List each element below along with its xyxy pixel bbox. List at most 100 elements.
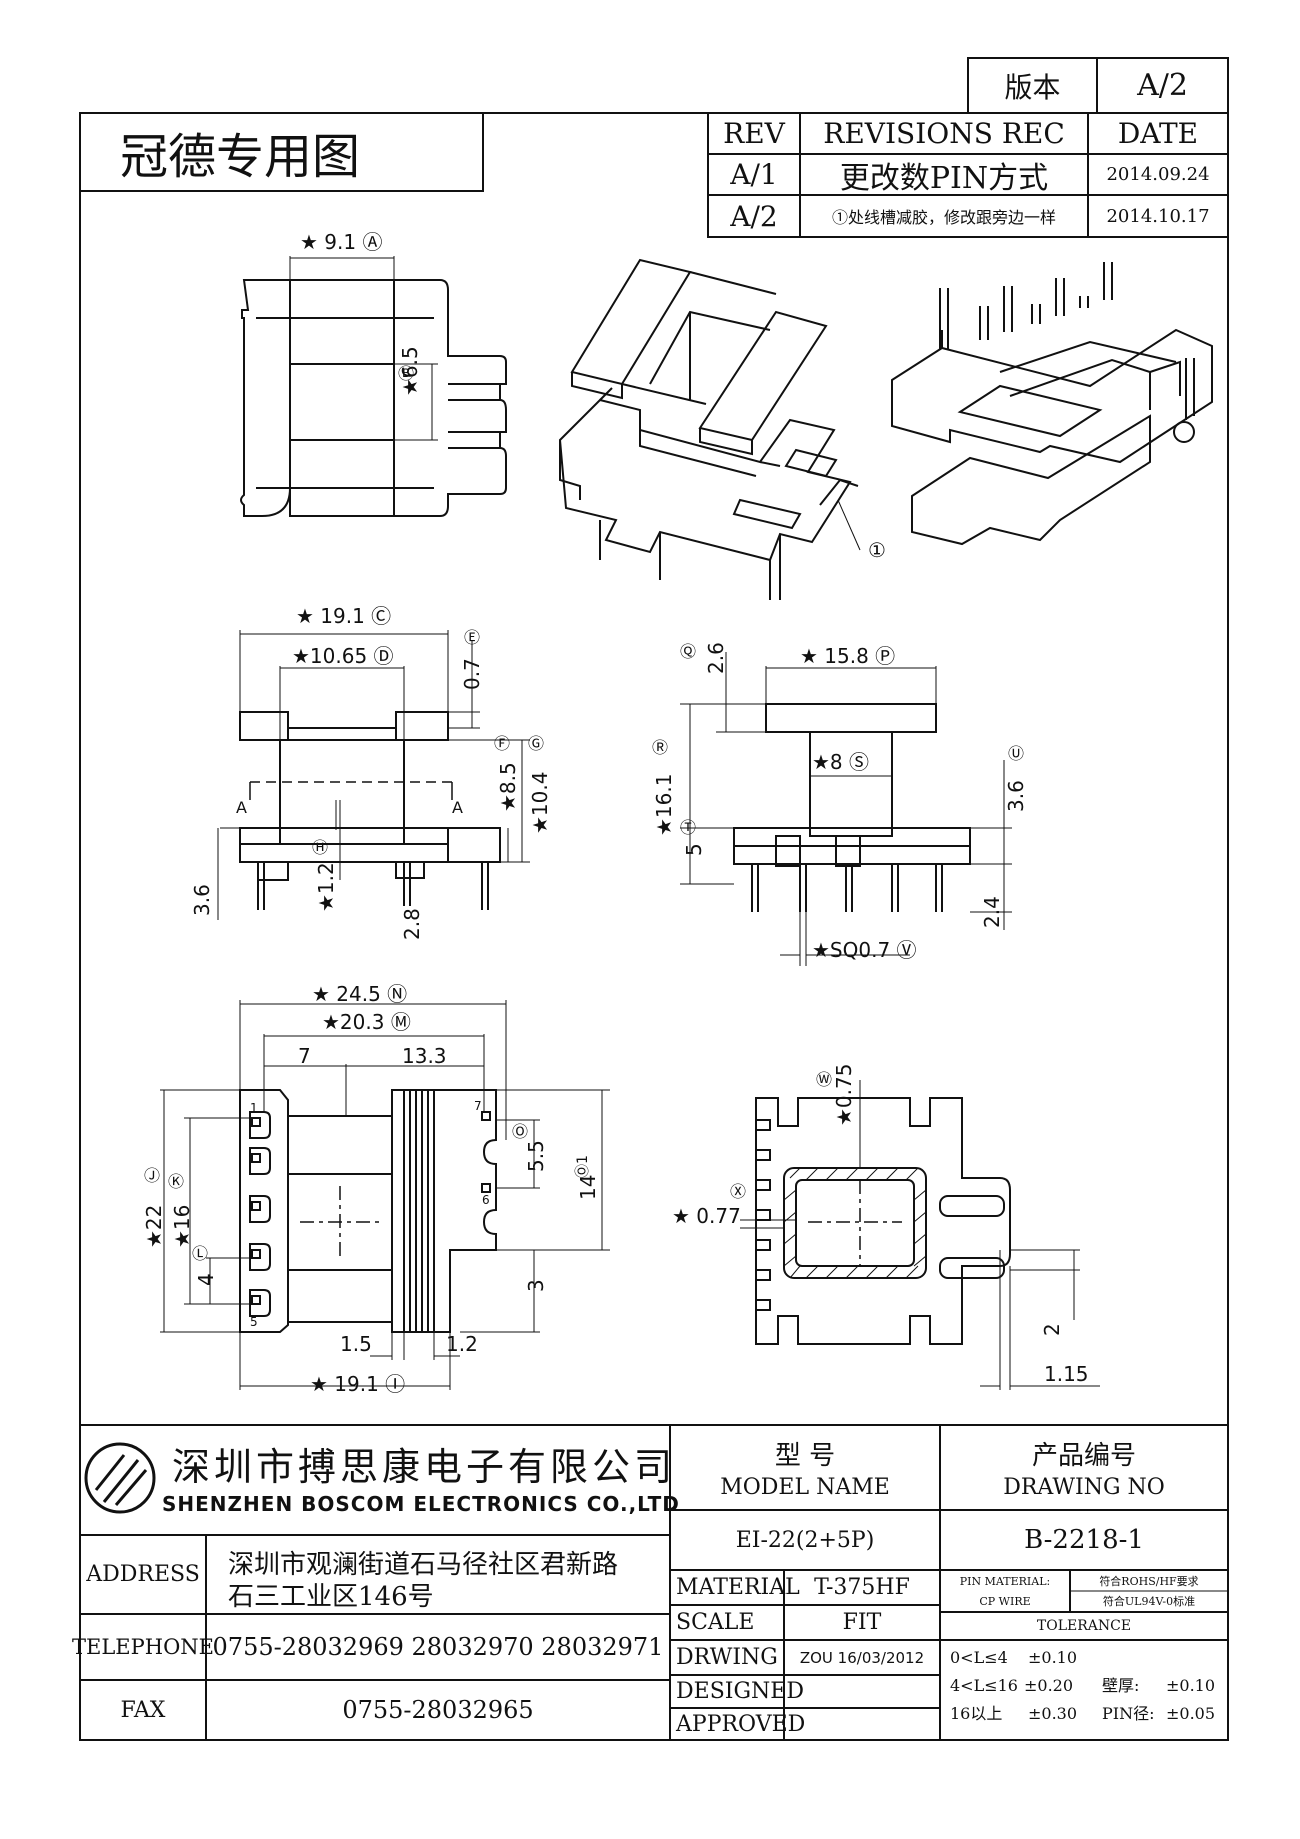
rev-row-2: A/2 [730, 199, 778, 233]
dim-f-value: ★8.5 [496, 762, 520, 812]
version-value: A/2 [1137, 68, 1188, 103]
rev-row-1: A/1 [730, 158, 778, 191]
section-a-right: A [452, 798, 463, 817]
dim-h-value: ★1.2 [314, 862, 338, 912]
date-row-1: 2014.09.24 [1106, 164, 1210, 185]
tolerance-val-3: ±0.30 [1028, 1704, 1078, 1723]
scale-label: SCALE [676, 1610, 755, 1635]
dim-m: ★20.3 Ⓜ [322, 1010, 411, 1034]
tolerance-extra-label-3: PIN径: [1102, 1704, 1155, 1723]
rec-header: REVISIONS REC [823, 117, 1065, 150]
designed-label: DESIGNED [676, 1679, 804, 1704]
dim-g-marker: Ⓖ [528, 734, 545, 753]
model-label-cn: 型 号 [774, 1440, 836, 1471]
pin-material-wire: CP WIRE [979, 1594, 1031, 1608]
section-hatching [783, 1167, 927, 1279]
fax-value: 0755-28032965 [342, 1696, 534, 1724]
dim-x-marker: Ⓧ [730, 1182, 747, 1201]
dim-seven: 7 [298, 1044, 311, 1068]
tolerance-range-1: 0<L≤4 [950, 1648, 1008, 1667]
pin-7: 7 [474, 1099, 482, 1113]
top-view [240, 256, 507, 517]
bottom-view [160, 1000, 610, 1390]
version-label: 版本 [1004, 70, 1061, 104]
drawing-no-label-en: DRAWING NO [1003, 1474, 1165, 1500]
dim-q-marker: Ⓠ [680, 642, 697, 661]
outer-frame [79, 112, 1229, 1741]
dim-k-marker: Ⓚ [168, 1172, 185, 1191]
rev-header: REV [723, 117, 785, 150]
drwing-value: ZOU 16/03/2012 [799, 1648, 925, 1667]
pin-6: 6 [482, 1193, 490, 1207]
drwing-label: DRWING [676, 1645, 778, 1670]
scale-value: FIT [842, 1610, 882, 1635]
dim-three: 3 [524, 1279, 548, 1292]
fax-label: FAX [120, 1697, 166, 1723]
model-label-en: MODEL NAME [720, 1474, 890, 1500]
tolerance-extra-val-3: ±0.05 [1166, 1704, 1216, 1723]
dim-one-15: 1.15 [1044, 1362, 1089, 1386]
tolerance-title: TOLERANCE [1036, 1618, 1132, 1634]
address-line-2: 石三工业区146号 [228, 1582, 434, 1612]
dim-left-2-8: 2.8 [400, 908, 424, 940]
material-label: MATERIAL [676, 1575, 800, 1600]
dim-r-value: ★16.1 [652, 773, 676, 836]
dim-n: ★ 24.5 Ⓝ [312, 982, 408, 1006]
dim-i: ★ 19.1 Ⓘ [310, 1372, 406, 1396]
telephone-value: 0755-28032969 28032970 28032971 [212, 1633, 664, 1661]
dim-q-value: 2.6 [704, 642, 728, 674]
dim-x-value: ★ 0.77 [672, 1204, 741, 1228]
rec-row-1: 更改数PIN方式 [839, 160, 1049, 196]
dim-e-marker: Ⓔ [464, 628, 481, 647]
dim-h-marker: Ⓗ [312, 838, 329, 857]
stamp-box [79, 112, 484, 192]
isometric-view-front [558, 258, 861, 600]
dim-o1-value: 14 [576, 1174, 600, 1200]
dim-s: ★8 Ⓢ [812, 750, 870, 774]
dim-c: ★ 19.1 Ⓒ [296, 604, 392, 628]
pin-material-label: PIN MATERIAL: [959, 1574, 1051, 1588]
dim-e-value: 0.7 [460, 658, 484, 690]
dim-r-marker: Ⓡ [652, 738, 669, 757]
approved-value [784, 1708, 940, 1740]
model-value: EI-22(2+5P) [735, 1527, 875, 1553]
section-view [740, 1080, 1100, 1390]
stamp-title: 冠德专用图 [119, 129, 360, 185]
dim-w-value: ★0.75 [832, 1063, 856, 1126]
tolerance-val-2: ±0.20 [1024, 1676, 1074, 1695]
isometric-view-back [891, 262, 1213, 546]
dim-b-marker: Ⓑ [398, 364, 415, 383]
revisions-table [707, 112, 1229, 238]
pin-1: 1 [250, 1101, 258, 1115]
dim-f-marker: Ⓕ [494, 734, 511, 753]
tolerance-range-3: 16以上 [950, 1704, 1003, 1723]
dim-a: ★ 9.1 Ⓐ [300, 230, 383, 254]
tolerance-val-1: ±0.10 [1028, 1648, 1078, 1667]
dim-l-value: 4 [194, 1273, 218, 1286]
dim-l-marker: Ⓛ [192, 1244, 209, 1263]
dim-j-value: ★22 [142, 1204, 166, 1248]
dim-t-marker: Ⓣ [680, 818, 697, 837]
dim-k-value: ★16 [170, 1204, 194, 1248]
dim-p: ★ 15.8 Ⓟ [800, 644, 896, 668]
date-row-2: 2014.10.17 [1106, 205, 1210, 227]
pin-material-req-2: 符合UL94V-0标准 [1102, 1595, 1196, 1608]
callout-1: ① [868, 538, 886, 562]
dim-two: 2 [1040, 1323, 1064, 1336]
section-a-left: A [236, 798, 247, 817]
address-label: ADDRESS [86, 1562, 200, 1587]
address-line-1: 深圳市观澜街道石马径社区君新路 [228, 1550, 619, 1580]
telephone-label: TELEPHONE [72, 1635, 214, 1659]
pin-material-req-1: 符合ROHS/HF要求 [1099, 1575, 1199, 1588]
company-name-cn: 深圳市搏思康电子有限公司 [172, 1445, 677, 1489]
dim-u-value: 3.6 [1004, 780, 1028, 812]
tolerance-extra-val-2: ±0.10 [1166, 1676, 1216, 1695]
dim-o-value: 5.5 [524, 1140, 548, 1172]
drawing-no-label-cn: 产品编号 [1031, 1440, 1136, 1471]
dim-g-value: ★10.4 [528, 771, 552, 834]
date-header: DATE [1117, 117, 1199, 150]
dim-left-3-6: 3.6 [190, 884, 214, 916]
dim-t-value: 5 [682, 843, 706, 856]
dim-w-marker: Ⓦ [816, 1070, 833, 1089]
